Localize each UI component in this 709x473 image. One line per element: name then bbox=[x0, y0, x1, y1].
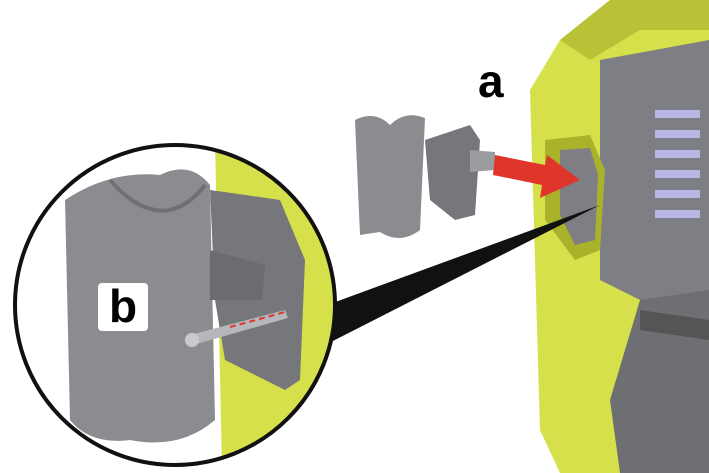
holder-part-small bbox=[355, 115, 495, 239]
detail-circle bbox=[13, 143, 337, 467]
machine-housing bbox=[530, 0, 709, 473]
insert-arrow bbox=[493, 155, 580, 198]
callout-a: a bbox=[478, 55, 504, 107]
callout-b: b bbox=[98, 283, 148, 331]
pointer-wedge bbox=[300, 205, 600, 345]
